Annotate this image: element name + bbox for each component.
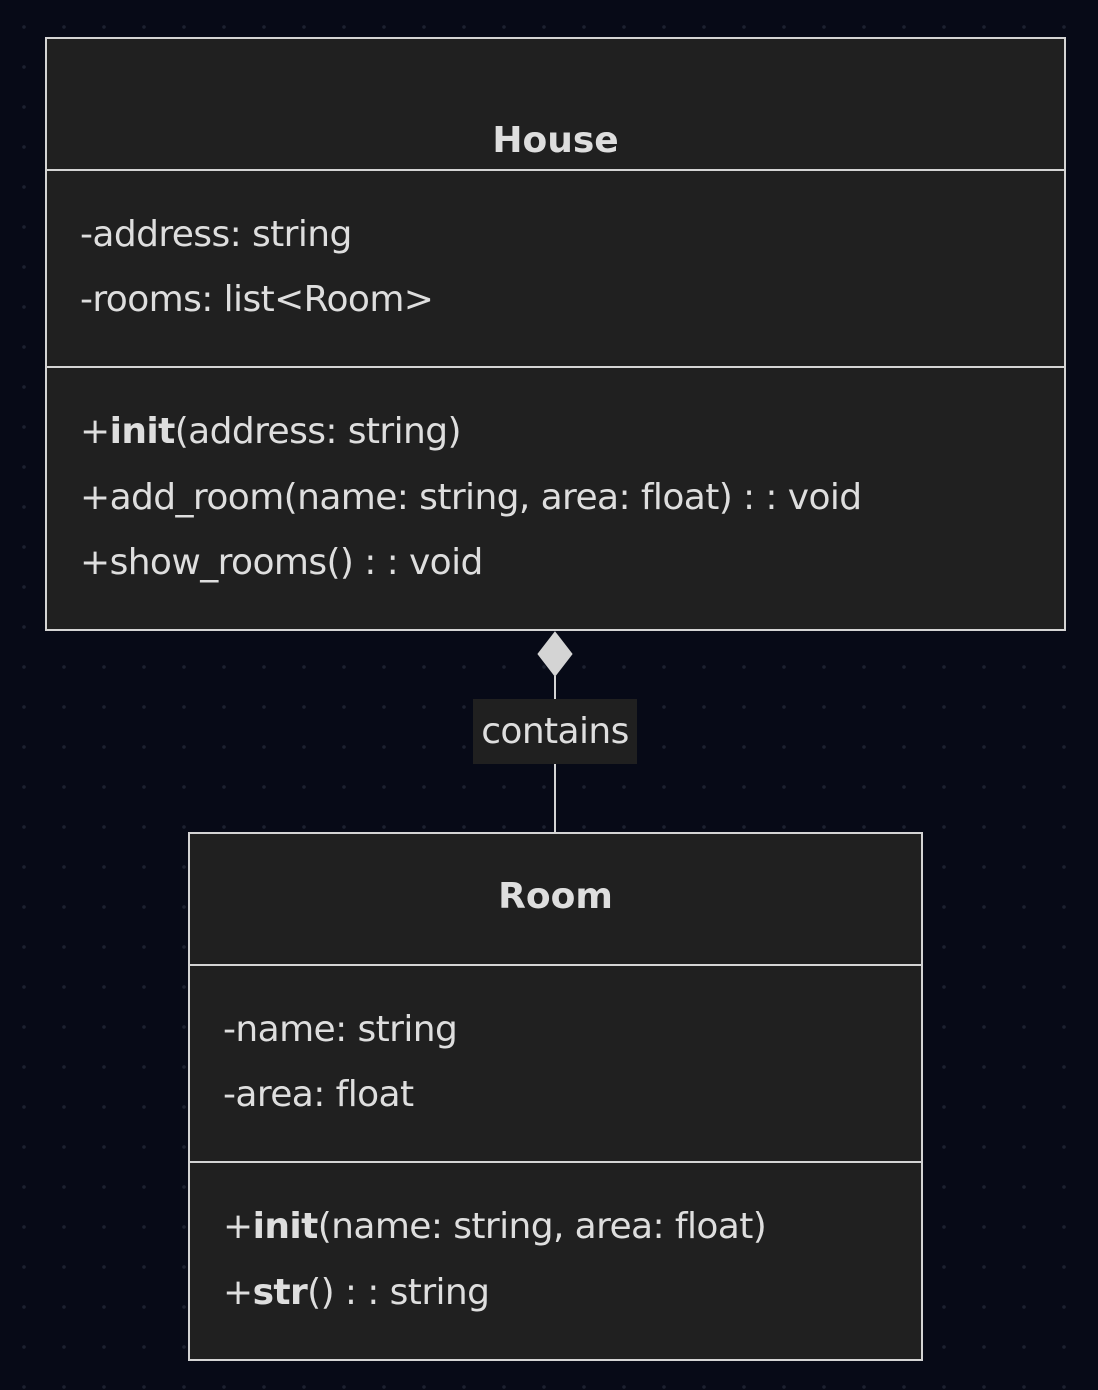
attribute: -rooms: list<Room> (80, 279, 434, 320)
method-name: str (252, 1272, 308, 1313)
attribute: -address: string (80, 214, 352, 255)
attribute: -area: float (223, 1074, 414, 1115)
method: +init(name: string, area: float) (223, 1206, 767, 1247)
attribute: -name: string (223, 1009, 458, 1050)
method-name: init (109, 411, 176, 452)
method: +str() : : string (223, 1272, 490, 1313)
method-signature: (address: string) (174, 411, 462, 452)
method: +add_room(name: string, area: float) : :… (80, 477, 862, 518)
class-name: House (492, 120, 619, 161)
method-visibility: + (80, 411, 110, 452)
method-name: init (252, 1206, 319, 1247)
method: +init(address: string) (80, 411, 462, 452)
method-signature: () : : string (307, 1272, 490, 1313)
method-signature: (name: string, area: float) (317, 1206, 767, 1247)
class-name: Room (498, 876, 613, 917)
method: +show_rooms() : : void (80, 542, 483, 583)
divider (47, 169, 1064, 171)
divider (190, 1161, 921, 1163)
relation-label: contains (473, 699, 637, 764)
composition-diamond-icon (537, 631, 573, 677)
class-room[interactable]: Room -name: string -area: float +init(na… (188, 832, 923, 1361)
method-visibility: + (223, 1206, 253, 1247)
class-house[interactable]: House -address: string -rooms: list<Room… (45, 37, 1066, 631)
divider (47, 366, 1064, 368)
divider (190, 964, 921, 966)
method-visibility: + (223, 1272, 253, 1313)
